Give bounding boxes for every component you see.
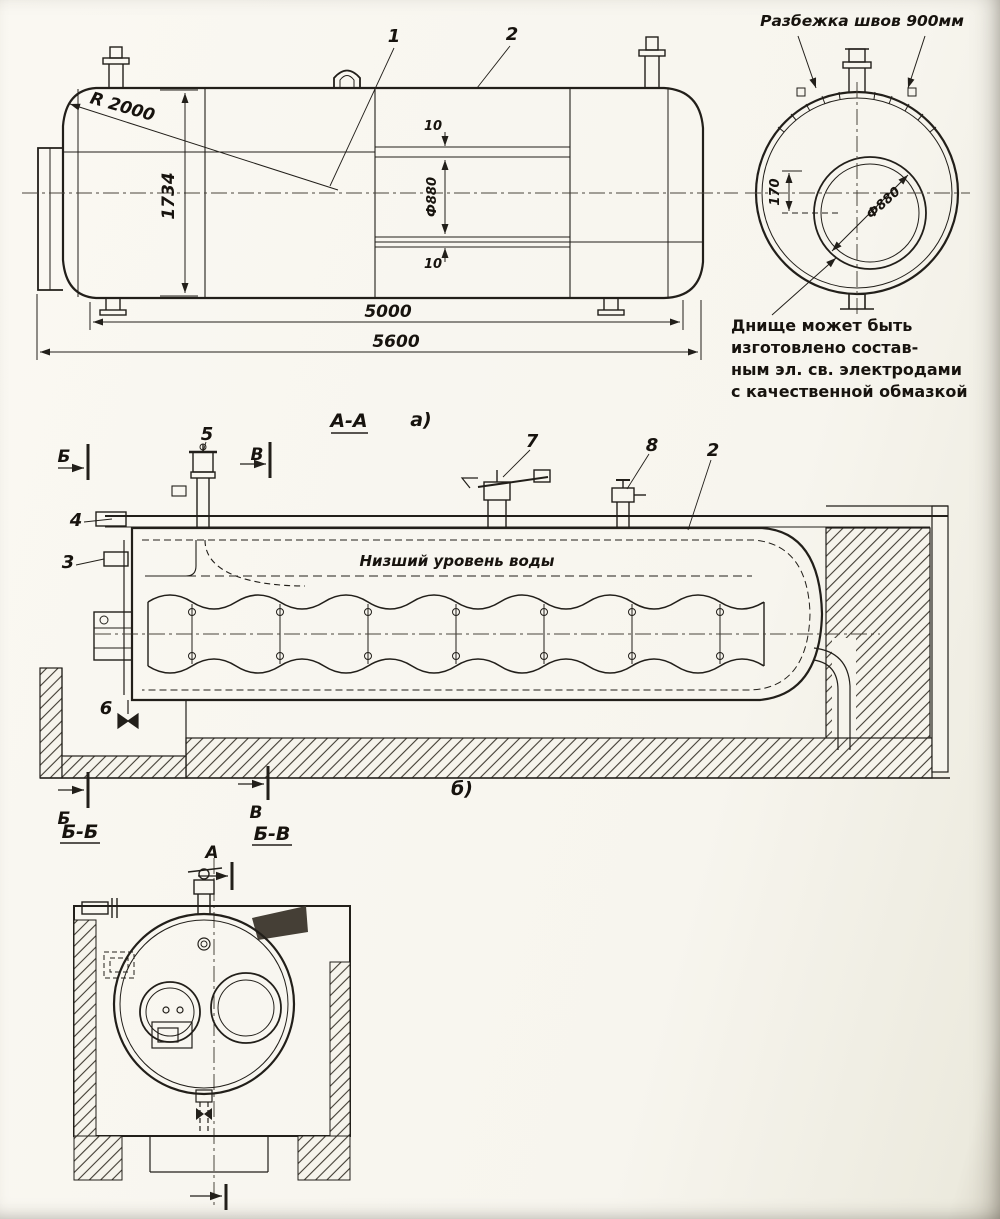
dim-height: 1734 <box>159 172 179 219</box>
note-line3: ным эл. св. электродами <box>731 360 962 379</box>
dim-length-inner: 5000 <box>364 302 411 322</box>
water-level-note: Низший уровень воды <box>360 552 555 570</box>
masonry-left-wall <box>39 667 63 779</box>
section-markers <box>58 442 272 808</box>
bb-grate-door <box>151 1006 193 1049</box>
furnace-top <box>147 594 765 610</box>
callout-2-aa: 2 <box>707 440 720 461</box>
blowdown-pipe <box>813 647 851 750</box>
radius-leader <box>69 103 339 191</box>
callout-3: 3 <box>62 552 75 573</box>
marker-v-top: В <box>251 445 264 465</box>
callout-5: 5 <box>201 424 214 445</box>
top-lifting-lug <box>328 69 366 89</box>
callout-4: 4 <box>69 510 83 531</box>
pit-floor <box>61 755 187 779</box>
dim-offset: 170 <box>768 178 783 205</box>
furnace-rings <box>188 604 724 664</box>
steam-fitting <box>611 479 646 528</box>
end-view <box>745 35 970 316</box>
marker-v-bottom: В <box>250 803 263 823</box>
callout-7: 7 <box>526 431 539 452</box>
bb-furnace-right <box>210 972 282 1044</box>
dim-diameter-lines <box>428 132 464 262</box>
internal-feed-pipe <box>204 539 306 587</box>
aa-callout-leaders <box>75 441 712 566</box>
label-b: б) <box>451 778 473 800</box>
callout2-leader <box>476 45 511 89</box>
callout-2: 2 <box>506 24 519 45</box>
bb-bottom-fitting <box>195 1089 213 1134</box>
dim-gap-bottom: 10 <box>424 257 442 272</box>
dim-diameter-side: Ф880 <box>425 177 440 217</box>
section-aa-view <box>39 432 950 808</box>
top-fitting-left <box>102 46 130 88</box>
tank-shell-outline <box>61 86 705 300</box>
section-bb-view <box>60 842 351 1210</box>
bb-left-fitting <box>81 898 135 979</box>
marker-b-bottom: Б <box>58 809 71 829</box>
side-view <box>22 36 738 360</box>
bb-drum-circle <box>112 912 296 1096</box>
bb-furnace-left <box>139 981 201 1043</box>
top-fitting-right <box>638 36 666 88</box>
manhole-diameter-arrow <box>831 174 909 252</box>
section-aa-title: А-А <box>328 410 367 432</box>
bottom-fitting-left <box>99 298 127 316</box>
bb-shaded-wedge <box>252 906 308 940</box>
note-line4: с качественной обмазкой <box>731 382 968 401</box>
note-leader <box>771 257 837 316</box>
bottom-fitting-right <box>597 298 625 316</box>
end-top-fitting <box>842 48 872 92</box>
boiler-drum-inner <box>142 539 811 691</box>
note-line2: изготовлено состав- <box>731 338 918 357</box>
masonry-floor <box>185 737 933 779</box>
pit-valve <box>117 700 139 730</box>
dim-diameter-end: Ф880 <box>864 184 904 222</box>
furnace-bottom <box>147 658 765 674</box>
seam-note: Разбежка швов 900мм <box>760 12 964 30</box>
safety-valve <box>460 469 551 528</box>
bb-top-valve <box>187 867 223 914</box>
dim-height-lines <box>160 89 198 297</box>
note-line1: Днище может быть <box>731 316 912 335</box>
marker-a: А <box>203 843 218 863</box>
marker-b-top: Б <box>58 447 71 467</box>
front-fittings <box>93 511 133 661</box>
callout1-leader <box>329 47 395 187</box>
end-bottom-support <box>840 294 874 310</box>
section-bb-title: Б-Б <box>62 821 99 843</box>
section-bv-title: Б-В <box>254 823 291 845</box>
boiler-drum <box>130 526 824 702</box>
label-a: а) <box>410 409 432 431</box>
dim-length-overall: 5600 <box>372 332 419 352</box>
dim-length-lines <box>36 294 702 360</box>
dim-offset-lines <box>782 170 838 214</box>
callout-8: 8 <box>646 435 659 456</box>
callout-1: 1 <box>388 26 401 47</box>
flue-slot <box>832 638 856 756</box>
callout-6: 6 <box>100 698 113 719</box>
dim-gap-top: 10 <box>424 119 442 134</box>
